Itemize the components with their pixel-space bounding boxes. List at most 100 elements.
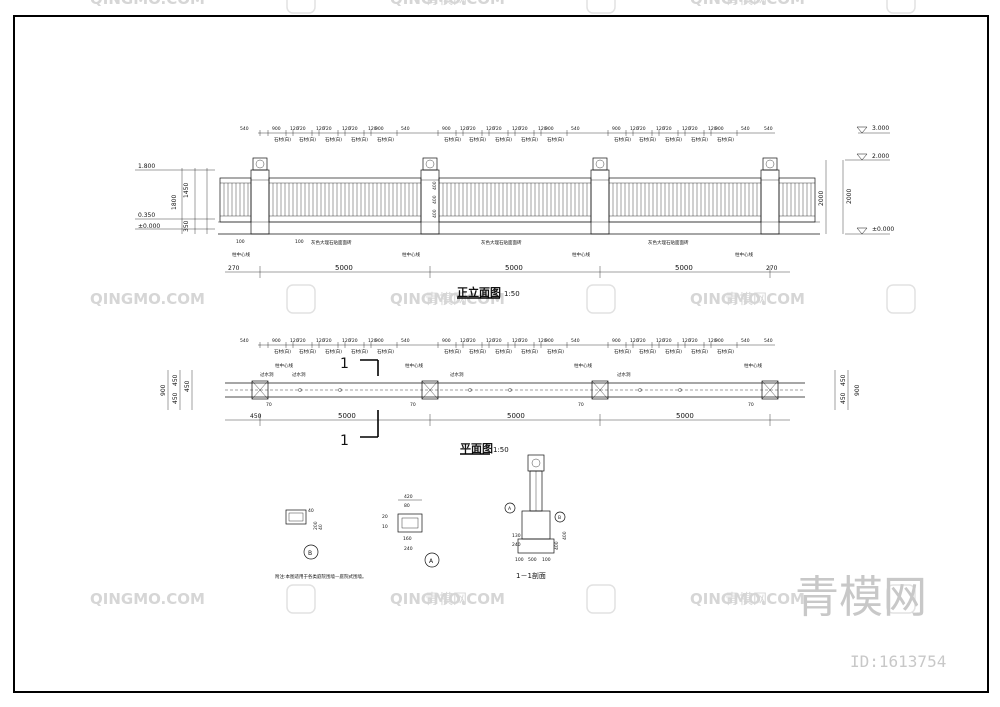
section-dim-5: 100 — [542, 557, 551, 563]
plan-top-dim-2-1: 900 — [612, 338, 621, 344]
elev-span-1: 5000 — [335, 264, 353, 272]
post-dim-1: 400 — [432, 195, 438, 204]
detail-a-dim-6: 240 — [404, 546, 413, 552]
watermark-brand-en: QINGMO.COM — [90, 0, 205, 8]
elev-top-pillar-1-9: 石材(白) — [547, 136, 564, 143]
elevation-scale: 1:50 — [504, 290, 520, 298]
detail-a-dim-2: 80 — [404, 503, 410, 509]
railing-panel-4 — [778, 177, 816, 223]
plan-top-dim-1-7: 720 — [519, 338, 528, 344]
elev-top-dim-0-10: 540 — [401, 126, 410, 132]
detail-a-dim-4: 10 — [382, 524, 388, 530]
detail-a-dim-1: 420 — [404, 494, 413, 500]
pillar-cap-3 — [762, 157, 778, 171]
plan-label-axis-3: 柱中心线 — [574, 362, 592, 369]
watermark-brand-en: QINGMO.COM — [390, 290, 505, 308]
elev-top-dim-1-4: 120 — [486, 126, 495, 132]
elev-top-pillar-0-5: 石材(白) — [325, 136, 342, 143]
plan-scale: 1:50 — [493, 446, 509, 454]
plan-small-dim-4: 70 — [748, 402, 754, 408]
post-dim-0: 400 — [432, 181, 438, 190]
elev-axis-note-1: 柱中心线 — [232, 251, 250, 258]
elev-end-dim-right: 270 — [766, 265, 778, 272]
elev-top-dim-1-5: 720 — [493, 126, 502, 132]
elev-top-dim-0-9: 900 — [375, 126, 384, 132]
watermark-brand-cn: 青模网 — [425, 592, 467, 608]
plan-right-dim-900: 900 — [854, 384, 861, 396]
elev-note-3: 灰色大理石贴面面砖 — [648, 239, 689, 246]
section-marker-b — [554, 511, 566, 523]
elev-top-dim-0-8: 120 — [368, 126, 377, 132]
railing-panel-3 — [608, 177, 762, 223]
plan-top-dim-2-2: 120 — [630, 338, 639, 344]
elev-top-dim-2-1: 900 — [612, 126, 621, 132]
elev-top-dim-0-0: 540 — [240, 126, 249, 132]
plan-label-axis-1: 柱中心线 — [275, 362, 293, 369]
plan-post-0 — [251, 380, 269, 400]
plan-right-dim-450-a: 450 — [840, 374, 847, 386]
left-dim-1800: 1800 — [171, 195, 178, 210]
elev-span-3: 5000 — [675, 264, 693, 272]
plan-label-axis-2: 柱中心线 — [405, 362, 423, 369]
watermark-logo — [586, 584, 616, 614]
plan-top-dim-0-10: 540 — [401, 338, 410, 344]
elev-top-dim-0-3: 720 — [297, 126, 306, 132]
section-title: 1－1剖面 — [516, 571, 546, 580]
elev-top-pillar-0-9: 石材(白) — [377, 136, 394, 143]
plan-top-dim-end: 540 — [764, 338, 773, 344]
elev-top-pillar-1-1: 石材(白) — [444, 136, 461, 143]
plan-top-dim-1-3: 720 — [467, 338, 476, 344]
plan-top-dim-0-9: 900 — [375, 338, 384, 344]
elev-top-dim-1-1: 900 — [442, 126, 451, 132]
elev-top-dim-2-8: 120 — [708, 126, 717, 132]
elev-top-pillar-0-1: 石材(白) — [274, 136, 291, 143]
plan-drain-hole-1 — [338, 388, 342, 392]
plan-top-dim-1-8: 120 — [538, 338, 547, 344]
right-dim-2000-a: 2000 — [818, 191, 825, 206]
detail-a-dim-5: 160 — [403, 536, 412, 542]
elev-end-dim-left: 270 — [228, 265, 240, 272]
plan-top-pillar-2-5: 石材(白) — [665, 348, 682, 355]
elev-top-pillar-2-5: 石材(白) — [665, 136, 682, 143]
left-level-2: 0.350 — [138, 212, 155, 219]
plan-top-dim-0-2: 120 — [290, 338, 299, 344]
plan-top-pillar-1-7: 石材(白) — [521, 348, 538, 355]
section-mark-label-top: 1 — [340, 356, 349, 372]
pillar-lamp-1 — [425, 159, 435, 169]
elevation-left-levels: 1.800 0.350 ±0.000 1450 1800 350 — [135, 163, 215, 234]
plan-label-drain-3: 过水洞 — [450, 371, 464, 378]
elev-top-dim-2-2: 120 — [630, 126, 639, 132]
plan-post-3 — [761, 380, 779, 400]
railing-panel-1 — [268, 177, 422, 223]
elev-top-dim-1-6: 120 — [512, 126, 521, 132]
pillar-lamp-0 — [255, 159, 265, 169]
plan-top-pillar-2-3: 石材(白) — [639, 348, 656, 355]
elev-small-dim-1: 100 — [236, 239, 245, 245]
plan-top-pillar-1-5: 石材(白) — [495, 348, 512, 355]
detail-b-dim-3: 40 — [318, 524, 324, 530]
watermark-logo — [286, 284, 316, 314]
plan-post-1 — [421, 380, 439, 400]
section-dim-1: 130 — [512, 533, 521, 539]
plan-left-dim-900: 900 — [160, 384, 167, 396]
plan-small-dim-2: 70 — [410, 402, 416, 408]
plan-top-dim-1-2: 120 — [460, 338, 469, 344]
plan-label-drain-1: 过水洞 — [260, 371, 274, 378]
elev-top-dim-2-6: 120 — [682, 126, 691, 132]
elev-top-dim-2-10: 540 — [741, 126, 750, 132]
plan-top-dim-2-3: 720 — [637, 338, 646, 344]
elev-top-pillar-2-9: 石材(白) — [717, 136, 734, 143]
watermark-logo — [886, 584, 916, 614]
detail-b-dim-2: 200 — [313, 521, 319, 530]
plan-top-dim-2-9: 900 — [715, 338, 724, 344]
elev-top-pillar-2-3: 石材(白) — [639, 136, 656, 143]
elev-top-dim-1-7: 720 — [519, 126, 528, 132]
section-1-1: A B 130 240 100 500 100 400 400 1－1剖面 — [504, 454, 568, 580]
plan-top-dim-2-8: 120 — [708, 338, 717, 344]
elev-top-dim-1-3: 720 — [467, 126, 476, 132]
elev-top-dim-2-5: 720 — [663, 126, 672, 132]
watermark-brand-en: QINGMO.COM — [390, 590, 505, 608]
